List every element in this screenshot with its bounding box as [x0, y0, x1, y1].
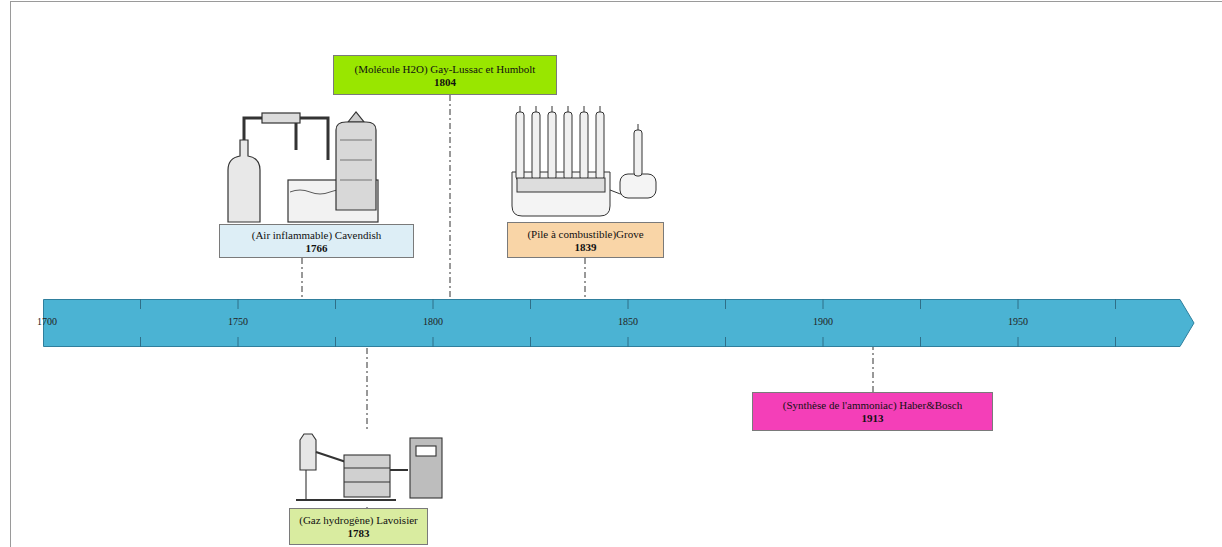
electrode-wire [600, 106, 601, 112]
axis-year: 1700 [37, 316, 57, 328]
event-year: 1766 [227, 242, 406, 255]
test-tube [596, 112, 604, 180]
axis-year: 1800 [423, 316, 443, 328]
electrode-wire [568, 106, 569, 112]
test-tube [548, 112, 556, 180]
axis-year: 1850 [618, 316, 638, 328]
event-box: (Pile à combustible)Grove1839 [507, 222, 664, 258]
axis-year: 1900 [813, 316, 833, 328]
event-label: (Air inflammable) Cavendish [227, 229, 406, 242]
axis-year: 1750 [228, 316, 248, 328]
event-year: 1839 [515, 241, 656, 254]
event-label: (Gaz hydrogène) Lavoisier [297, 514, 420, 527]
event-label: (Pile à combustible)Grove [515, 228, 656, 241]
test-tube [580, 112, 588, 180]
event-year: 1913 [760, 412, 985, 425]
test-tube [564, 112, 572, 180]
test-tube [516, 112, 524, 180]
electrode-wire [520, 106, 521, 112]
event-box: (Air inflammable) Cavendish1766 [219, 224, 414, 258]
electrode-wire [552, 106, 553, 112]
test-tube [634, 130, 642, 176]
leader-line [585, 258, 586, 299]
test-tube [532, 112, 540, 180]
event-box: (Molécule H2O) Gay-Lussac et Humbolt1804 [333, 55, 557, 95]
lavoisier-apparatus [290, 430, 445, 507]
event-box: (Synthèse de l'ammoniac) Haber&Bosch1913 [752, 392, 993, 431]
page-frame [10, 1, 1222, 547]
event-label: (Synthèse de l'ammoniac) Haber&Bosch [760, 399, 985, 412]
electrode-wire [638, 124, 639, 130]
leader-line [450, 95, 451, 299]
electrode-wire [584, 106, 585, 112]
event-box: (Gaz hydrogène) Lavoisier1783 [289, 508, 428, 545]
grove-fuel-cell [507, 105, 664, 222]
leader-line [873, 347, 874, 392]
leader-line [302, 258, 303, 299]
axis-year: 1950 [1008, 316, 1028, 328]
timeline-axis: 170017501800185019001950 [43, 299, 1195, 347]
electrode-wire [536, 106, 537, 112]
event-label: (Molécule H2O) Gay-Lussac et Humbolt [341, 63, 549, 76]
cavendish-apparatus [218, 105, 385, 223]
event-year: 1804 [341, 76, 549, 89]
event-year: 1783 [297, 527, 420, 540]
